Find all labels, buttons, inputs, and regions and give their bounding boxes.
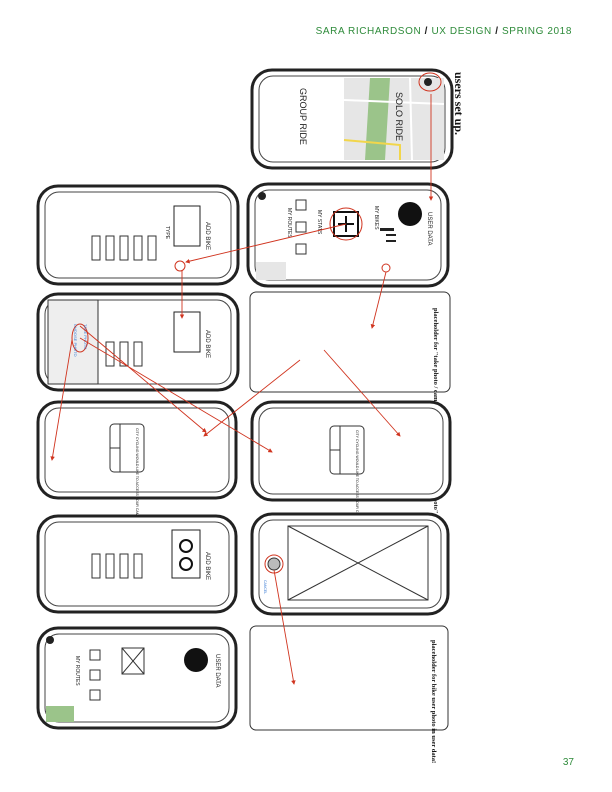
avatar [398, 202, 422, 226]
gear-icon-2 [46, 636, 54, 644]
my-bikes-label[interactable]: MY BIKES [373, 206, 379, 230]
take-photo-option[interactable]: TAKE PHOTO [83, 324, 88, 349]
phone-placeholder-bike: placeholder for bike user photo in user … [249, 625, 449, 763]
solo-ride-label[interactable]: SOLO RIDE [394, 92, 404, 141]
type-label: TYPE [164, 226, 170, 240]
phone-camera: CANCEL [250, 512, 450, 616]
shutter-button [267, 557, 281, 571]
phone-add-bike-done: ADD BIKE [36, 514, 238, 614]
gear-icon [258, 192, 266, 200]
phone-profile: USER DATA MY BIKES MY STATS MY ROUTES [246, 182, 450, 288]
phone-permission-left: CITY CYCLING WOULD LIKE TO ACCESS YOUR C… [36, 400, 238, 524]
map-thumbnail [344, 78, 444, 160]
user-data-label-2: USER DATA [214, 654, 220, 687]
permission-message: CITY CYCLING WOULD LIKE TO ACCESS YOUR C… [355, 430, 359, 526]
phone-permission-right: CITY CYCLING WOULD LIKE TO ACCESS YOUR C… [250, 400, 452, 526]
my-stats-label: MY STATS [316, 210, 322, 235]
avatar-2 [184, 648, 208, 672]
add-bike-title-2: ADD BIKE [204, 330, 210, 358]
choose-photo-option[interactable]: CHOOSE PHOTO [73, 324, 78, 357]
group-ride-label[interactable]: GROUP RIDE [298, 88, 308, 145]
bike-icon [179, 539, 193, 553]
flow-arrows [50, 94, 434, 685]
add-bike-title: ADD BIKE [204, 222, 210, 250]
user-data-label: USER DATA [426, 212, 432, 245]
phone-add-bike-photo: ADD BIKE TAKE PHOTO CHOOSE PHOTO [36, 292, 240, 392]
phone-ride-select: SOLO RIDE GROUP RIDE [250, 68, 454, 170]
course-name: UX DESIGN [431, 26, 492, 37]
my-routes-label: MY ROUTES [286, 208, 292, 238]
my-routes-label-2: MY ROUTES [74, 656, 80, 686]
author-name: SARA RICHARDSON [315, 26, 422, 37]
page-number: 37 [562, 757, 574, 768]
side-title: users set up. [452, 72, 466, 135]
header-separator: / [495, 26, 499, 37]
term: SPRING 2018 [502, 26, 572, 37]
bike-photo-box [173, 205, 201, 247]
profile-icon [424, 78, 432, 86]
placeholder-bike-note: placeholder for bike user photo in user … [430, 640, 437, 763]
page-header: SARA RICHARDSON / UX DESIGN / SPRING 201… [316, 26, 572, 37]
add-bike-title-3: ADD BIKE [204, 552, 210, 580]
permission-message-2: CITY CYCLING WOULD LIKE TO ACCESS YOUR C… [135, 428, 139, 524]
camera-cancel[interactable]: CANCEL [263, 580, 267, 594]
phone-add-bike: ADD BIKE TYPE [36, 184, 240, 286]
phone-profile-final: USER DATA MY ROUTES [36, 626, 238, 730]
header-separator: / [424, 26, 429, 37]
